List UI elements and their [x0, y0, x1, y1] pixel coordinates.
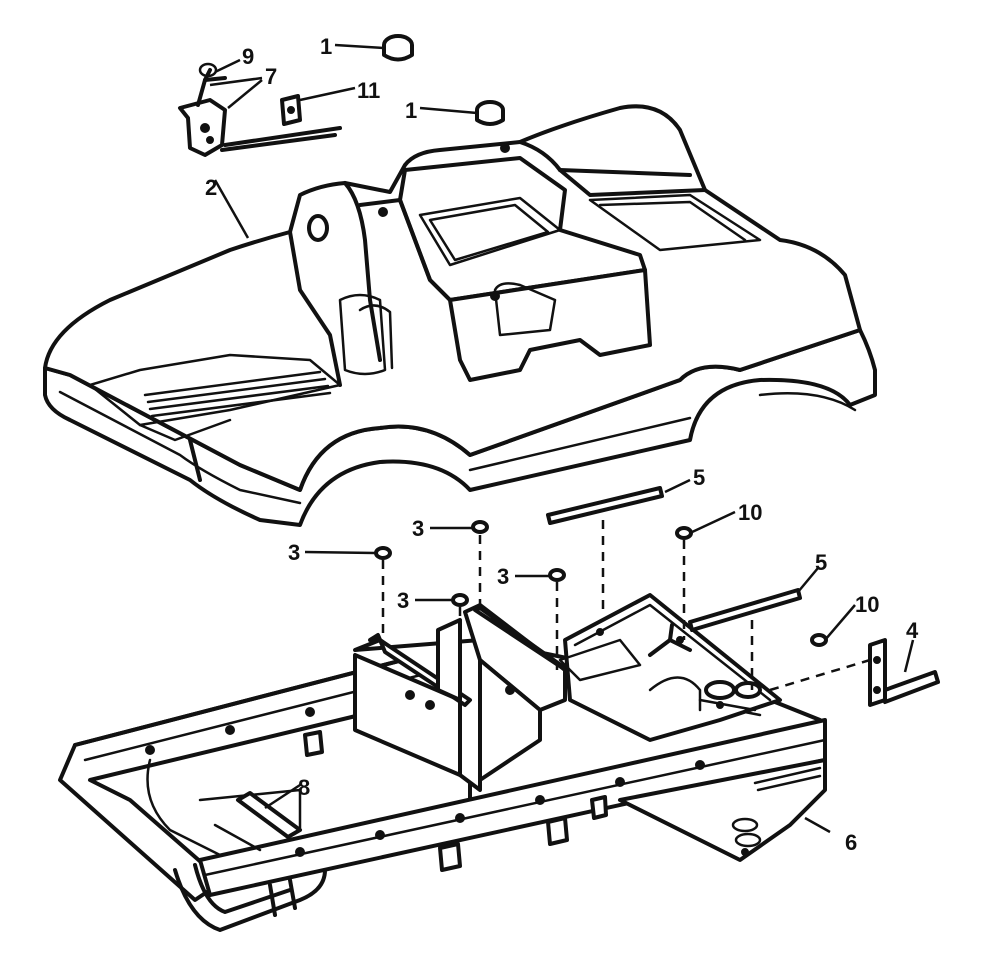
part-1-bumper-mid: [475, 100, 505, 126]
callout-7: 7: [265, 64, 277, 89]
floor-mat-ribs: [143, 370, 332, 418]
callout-11: 11: [357, 78, 380, 103]
callout-8: 8: [298, 775, 310, 800]
part-8-strip: [236, 791, 302, 839]
part-11-clip: [280, 94, 302, 126]
callout-3a: 3: [288, 540, 300, 565]
part-5-strips: [546, 486, 802, 632]
callout-1b: 1: [405, 98, 417, 123]
body-shell: [43, 104, 877, 527]
callout-3d: 3: [497, 564, 509, 589]
grommets: [374, 520, 828, 647]
assembly-lines: [381, 520, 871, 692]
callout-2: 2: [205, 175, 217, 200]
latch-assembly: [178, 62, 342, 157]
part-1-bumper-top: [382, 34, 414, 62]
callout-6: 6: [845, 830, 857, 855]
part-4-bracket: [868, 638, 940, 707]
callout-1a: 1: [320, 34, 332, 59]
callout-9: 9: [242, 44, 254, 69]
callout-5a: 5: [693, 465, 705, 490]
callout-10a: 10: [738, 500, 762, 525]
chassis-frame: [58, 593, 827, 932]
callout-5b: 5: [815, 550, 827, 575]
callout-10b: 10: [855, 592, 879, 617]
callout-4: 4: [906, 618, 919, 643]
rail-holes: [145, 707, 705, 857]
callout-labels: 1 1 2 3 3 3 3 4 5 5 6 7 8 9 10 10 11: [205, 34, 919, 855]
callout-3b: 3: [412, 516, 424, 541]
callout-3c: 3: [397, 588, 409, 613]
leader-lines: [209, 43, 915, 834]
